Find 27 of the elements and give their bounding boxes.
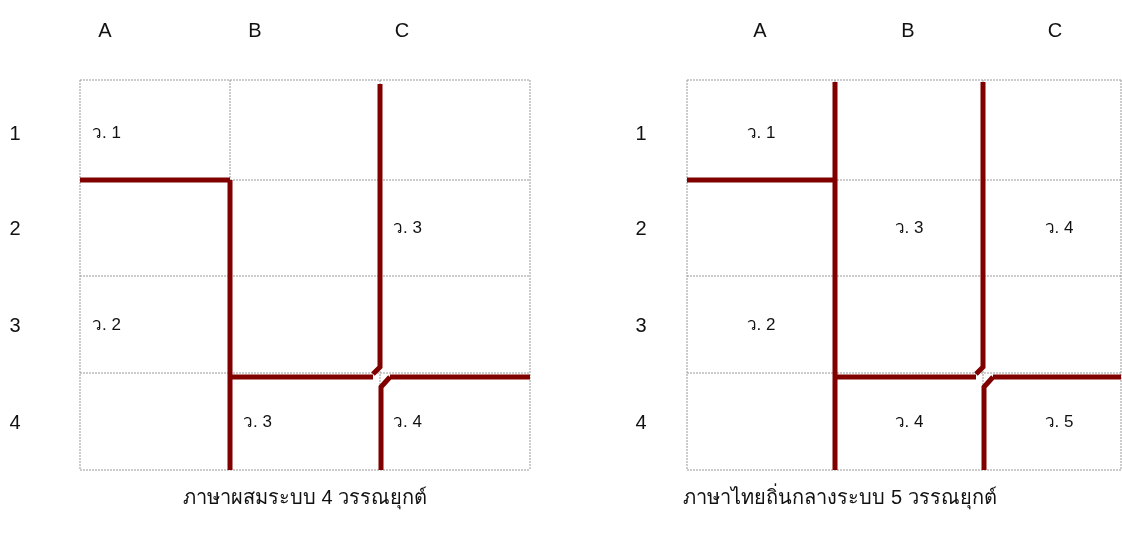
row-number: 2 <box>635 216 647 240</box>
tone-label: ว. 4 <box>1044 217 1074 239</box>
tone-label: ว. 5 <box>1044 411 1074 433</box>
column-header: A <box>753 18 767 42</box>
column-header: C <box>1047 18 1063 42</box>
tone-label: ว. 3 <box>243 411 272 433</box>
row-number: 4 <box>635 410 647 434</box>
tone-label: ว. 1 <box>92 122 121 144</box>
column-header: A <box>98 18 112 42</box>
row-number: 2 <box>9 216 21 240</box>
tone-label: ว. 4 <box>393 411 422 433</box>
tone-label: ว. 2 <box>92 314 121 336</box>
row-number: 1 <box>635 121 647 145</box>
row-number: 3 <box>635 313 647 337</box>
column-header: B <box>248 18 262 42</box>
row-number: 1 <box>9 121 21 145</box>
table-caption: ภาษาผสมระบบ 4 วรรณยุกต์ <box>182 485 428 509</box>
row-number: 4 <box>9 410 21 434</box>
tone-label: ว. 1 <box>746 122 776 144</box>
tone-label: ว. 3 <box>894 217 924 239</box>
row-number: 3 <box>9 313 21 337</box>
table-caption: ภาษาไทยถิ่นกลางระบบ 5 วรรณยุกต์ <box>683 485 997 509</box>
column-header: B <box>901 18 915 42</box>
tone-label: ว. 2 <box>746 314 776 336</box>
column-header: C <box>394 18 410 42</box>
tone-label: ว. 4 <box>894 411 924 433</box>
tone-label: ว. 3 <box>393 217 422 239</box>
